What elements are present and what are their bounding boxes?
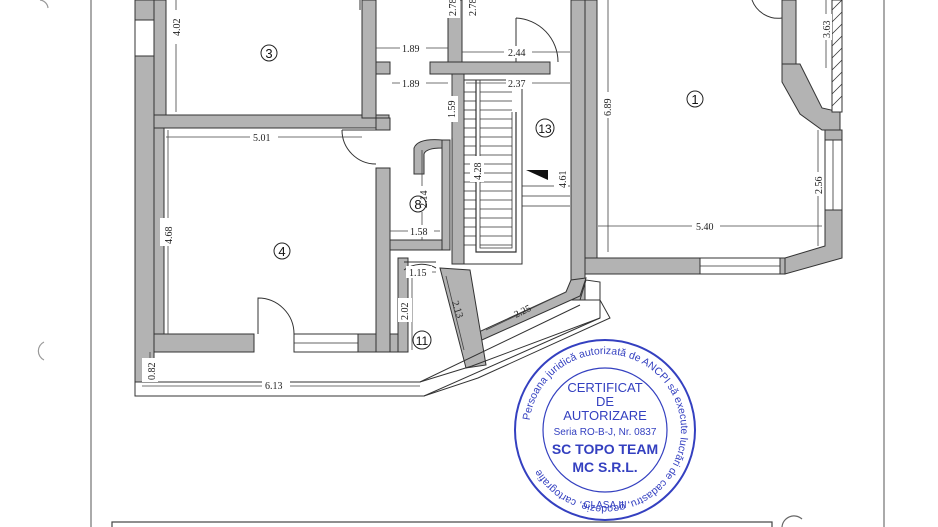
- dim-237: 2.37: [508, 79, 526, 90]
- wall-room1-left: [584, 0, 598, 259]
- dim-158: 1.58: [410, 227, 428, 238]
- stamp-line6: MC S.R.L.: [572, 459, 637, 475]
- wall-room8-right: [441, 139, 451, 251]
- dim-613: 6.13: [265, 381, 283, 392]
- dimension-labels: 4.02 1.89 1.89 2.78 2.78 2.44 2.37 1.59 …: [142, 0, 833, 392]
- outer-bottom-line: [135, 317, 601, 397]
- room-4-label: 4: [278, 244, 285, 259]
- dim-159: 1.59: [447, 101, 458, 119]
- room-4-marker: 4: [273, 242, 291, 260]
- stamp-line7: CLASA III: [583, 500, 626, 511]
- dim-428: 4.28: [473, 163, 484, 181]
- wall-room4-right: [375, 167, 391, 353]
- window-room3-left: [134, 19, 155, 57]
- window-room1-right: [824, 139, 843, 211]
- wall-r3-r4: [153, 114, 390, 129]
- footer-frame: [111, 521, 773, 527]
- wall-room11-left-diag: [439, 267, 487, 369]
- room-13-label: 13: [538, 122, 552, 136]
- hatch-lines: [831, 0, 843, 107]
- room-11-label: 11: [416, 334, 429, 348]
- dim-501: 5.01: [253, 133, 271, 144]
- room-3-marker: 3: [260, 44, 278, 62]
- stair-arrow-icon: [526, 170, 548, 180]
- dim-189-bottom: 1.89: [402, 79, 420, 90]
- door-room1: [751, 0, 783, 19]
- wall-outer-bottom: [134, 279, 611, 397]
- dim-115: 1.15: [409, 268, 427, 279]
- dim-line: [485, 291, 567, 331]
- wall-corridor-top: [429, 61, 551, 75]
- stamp-line2: DE: [596, 394, 614, 409]
- authorization-stamp: Persoana juridică autorizată de ANCPI să…: [514, 339, 696, 521]
- room-1-marker: 1: [686, 90, 704, 108]
- wall-stair-right: [570, 0, 586, 301]
- door-room4: [257, 297, 295, 335]
- dim-468: 4.68: [164, 227, 175, 245]
- dim-256: 2.56: [814, 177, 825, 195]
- dim-540: 5.40: [696, 222, 714, 233]
- dim-244: 2.44: [508, 48, 526, 59]
- room-11-marker: 11: [412, 330, 432, 350]
- wall-room8-bottom: [389, 239, 449, 251]
- binder-hole-icon: [39, 0, 49, 9]
- stair-steps: [464, 91, 512, 246]
- wall-room1-bay-upper: [781, 63, 841, 131]
- binder-hole-icon: [37, 341, 45, 361]
- dim-082: 0.82: [147, 363, 158, 381]
- room-8-marker: 8: [409, 195, 427, 213]
- dim-line: [445, 275, 465, 351]
- stamp-line3: AUTORIZARE: [563, 408, 647, 423]
- door-room4-corridor: [341, 129, 377, 165]
- stamp-line4: Seria RO-B-J, Nr. 0837: [554, 427, 657, 438]
- dim-213: 2.13: [449, 300, 465, 320]
- dim-278-left: 2.78: [448, 0, 459, 16]
- wall-corridor-stub2: [375, 117, 391, 131]
- dim-689: 6.89: [603, 99, 614, 117]
- stamp-line5: SC TOPO TEAM: [552, 441, 658, 457]
- wall-room8-curve: [413, 139, 443, 175]
- dim-278-right: 2.78: [468, 0, 479, 16]
- wall-room4-bottom-left: [153, 333, 255, 353]
- dim-189-top: 1.89: [402, 44, 420, 55]
- room-8-label: 8: [414, 197, 421, 212]
- corner-mark-icon: [781, 515, 803, 527]
- dim-402: 4.02: [172, 19, 183, 37]
- dim-202: 2.02: [400, 303, 411, 321]
- room-1-label: 1: [691, 92, 698, 107]
- hatched-wall: [831, 0, 843, 113]
- wall-room1-upper-right: [781, 0, 797, 65]
- stamp-line1: CERTIFICAT: [567, 380, 642, 395]
- dim-363: 3.63: [822, 21, 833, 39]
- wall-room3-right: [361, 0, 377, 119]
- wall-corridor-stub: [375, 61, 391, 75]
- room-3-label: 3: [265, 46, 272, 61]
- wall-room3-left: [153, 0, 167, 116]
- dim-461: 4.61: [558, 171, 569, 189]
- room-13-marker: 13: [535, 118, 555, 138]
- wall-outer-left: [134, 0, 155, 383]
- outer-bottom-inner-line: [154, 304, 581, 383]
